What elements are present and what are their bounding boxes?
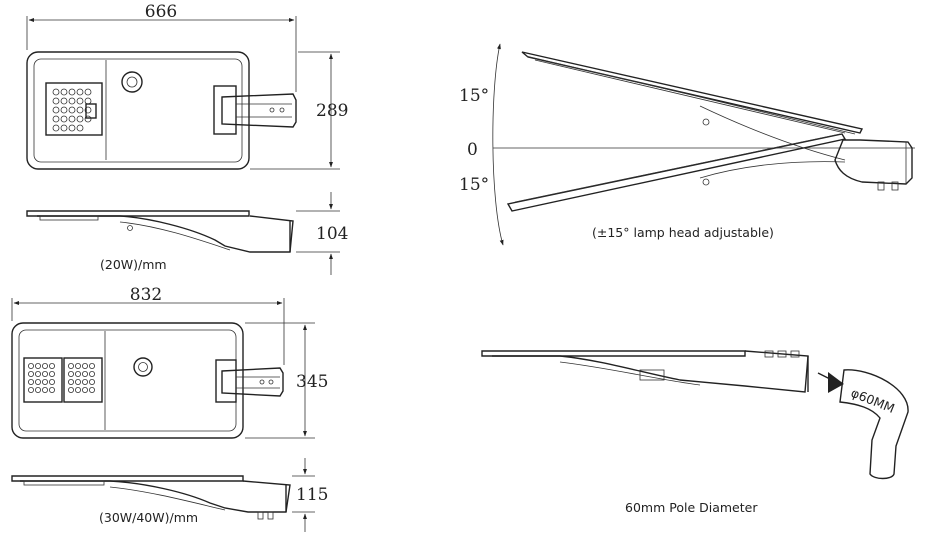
led-grid-large bbox=[27, 362, 96, 393]
tilt-caption: (±15° lamp head adjustable) bbox=[592, 225, 774, 240]
large-lamp-top-view bbox=[11, 298, 315, 439]
pole-mount-view bbox=[481, 350, 909, 480]
small-lamp-height-label: 104 bbox=[316, 224, 348, 244]
tilt-angle-up-label: 15° bbox=[459, 86, 489, 106]
large-lamp-side-view bbox=[11, 458, 315, 532]
tilt-angle-zero-label: 0 bbox=[467, 140, 478, 160]
pole-caption: 60mm Pole Diameter bbox=[625, 500, 758, 515]
large-lamp-height-label: 115 bbox=[296, 485, 328, 505]
small-lamp-side-view bbox=[26, 192, 340, 275]
led-grid-small bbox=[52, 88, 92, 132]
large-lamp-width-label: 345 bbox=[296, 372, 328, 392]
small-lamp-caption: (20W)/mm bbox=[100, 257, 167, 272]
tilt-diagram bbox=[492, 43, 915, 246]
small-lamp-top-view bbox=[26, 16, 340, 170]
large-lamp-length-label: 832 bbox=[130, 285, 162, 305]
tilt-angle-down-label: 15° bbox=[459, 175, 489, 195]
small-lamp-length-label: 666 bbox=[145, 2, 177, 22]
small-lamp-width-label: 289 bbox=[316, 101, 348, 121]
large-lamp-caption: (30W/40W)/mm bbox=[99, 510, 198, 525]
